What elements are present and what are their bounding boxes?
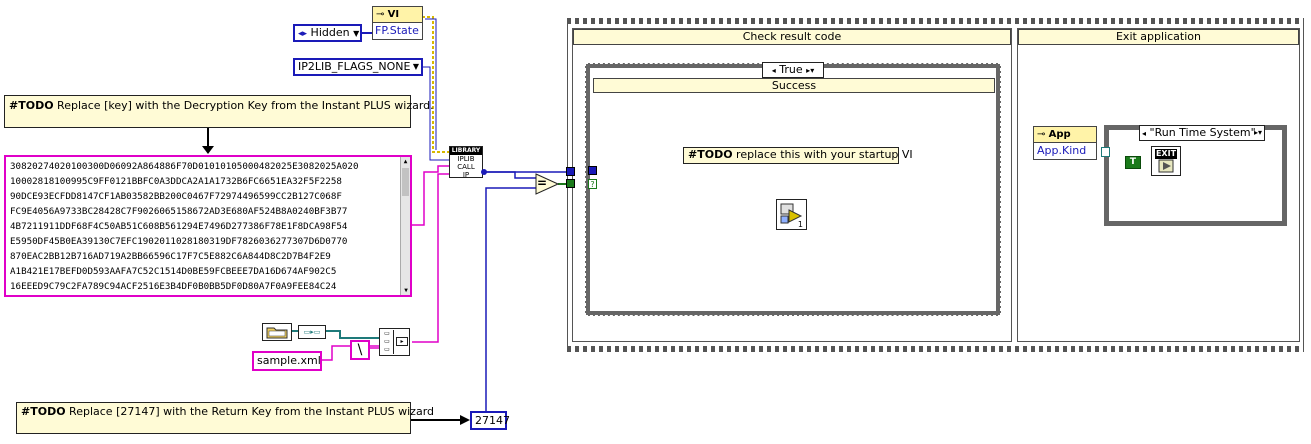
exit-application-header: Exit application bbox=[1018, 29, 1299, 45]
return-note-arrowhead bbox=[460, 415, 470, 425]
build-path-terminals-icon: ▭▭▭ bbox=[381, 330, 394, 354]
key-lines: 30820274020100300D06092A864886F70D010101… bbox=[10, 159, 410, 294]
call-node-line3: CALL bbox=[457, 163, 475, 171]
state-enum-constant[interactable]: ◂▸ Hidden ▼ bbox=[293, 24, 362, 42]
concat-icon: ▸ bbox=[396, 337, 408, 346]
quit-labview-node[interactable]: EXIT bbox=[1151, 146, 1181, 176]
decryption-key-note: #TODO Replace [key] with the Decryption … bbox=[4, 95, 434, 128]
sequence-film-bottom bbox=[567, 346, 1304, 352]
strip-path-node[interactable]: ▭▸▭ bbox=[298, 325, 326, 339]
flags-value: IP2LIB_FLAGS_NONE bbox=[298, 60, 411, 73]
sequence-film-top bbox=[567, 18, 1304, 24]
key-line: A1B421E17BEFD0D593AAFA7C52C1514D0BE59FCB… bbox=[10, 266, 337, 277]
reference-icon: ⊸ bbox=[1037, 129, 1046, 140]
return-key-wire bbox=[485, 187, 536, 421]
key-line: E5950DF45B0EA39130C7EFC1902011028180319D… bbox=[10, 236, 348, 247]
exit-label: EXIT bbox=[1155, 149, 1177, 159]
strip-path-icon: ▭▸▭ bbox=[303, 328, 321, 336]
startup-subvi-node[interactable]: 1 bbox=[776, 199, 807, 230]
dropdown-arrow-icon: ▼ bbox=[412, 62, 419, 71]
refnum-wire-inner bbox=[425, 18, 437, 150]
run-time-selector-value: "Run Time System" bbox=[1149, 126, 1256, 139]
iplib-call-node[interactable]: LIBRARY IPLIB CALL IP bbox=[449, 146, 483, 179]
filename-string-constant[interactable]: sample.xml bbox=[252, 351, 322, 371]
key-line: 30820274020100300D06092A864886F70D010101… bbox=[10, 161, 359, 172]
key-line: 16EEED9C79C2FA789C94ACF2516E3B4DF0B0BB5D… bbox=[10, 281, 337, 292]
scroll-thumb[interactable] bbox=[402, 168, 409, 196]
state-value: Hidden bbox=[310, 26, 350, 39]
key-line: 4B7211911DDF68F4C50AB51C608B561294E7496D… bbox=[10, 221, 348, 232]
output-terminal bbox=[481, 169, 487, 175]
bool-tunnel bbox=[566, 179, 575, 188]
case-next-icon: ▸▾ bbox=[1253, 128, 1262, 137]
case-prev-icon: ◂ bbox=[771, 66, 776, 75]
path-string-wire bbox=[412, 173, 449, 343]
run-time-case-selector[interactable]: ◂ "Run Time System" ▸▾ bbox=[1139, 125, 1265, 141]
check-result-header: Check result code bbox=[573, 29, 1011, 45]
case-title: Success bbox=[593, 78, 995, 93]
scroll-down-icon: ▼ bbox=[404, 287, 408, 294]
note-arrowhead bbox=[202, 146, 214, 154]
exit-icon bbox=[1158, 159, 1174, 173]
case-structure bbox=[585, 63, 1001, 316]
key-line: FC9E4056A9733BC28428C7F9026065158672AD3E… bbox=[10, 206, 348, 217]
property-fp-state: FP.State bbox=[373, 23, 422, 39]
updown-icon: ◂▸ bbox=[298, 29, 308, 39]
case-selector-value: True bbox=[779, 63, 803, 76]
equal-compare-node[interactable] bbox=[535, 173, 559, 195]
property-app-kind: App.Kind bbox=[1034, 143, 1096, 159]
key-line: 90DCE93ECFDD8147CF1AB03582BB200C0467F729… bbox=[10, 191, 342, 202]
folder-icon bbox=[266, 327, 288, 339]
result-to-compare bbox=[483, 171, 536, 179]
true-constant[interactable]: T bbox=[1125, 156, 1141, 169]
key-scrollbar[interactable]: ▲ ▼ bbox=[400, 157, 410, 295]
reference-icon: ⊸ bbox=[376, 9, 385, 20]
app-kind-property-node[interactable]: ⊸ App App.Kind bbox=[1033, 126, 1097, 160]
scroll-up-icon: ▲ bbox=[403, 158, 408, 165]
compare-symbol: = bbox=[537, 176, 548, 190]
run-vi-icon bbox=[780, 203, 803, 224]
flags-wire bbox=[422, 66, 449, 161]
case-selector[interactable]: ◂ True ▸▾ bbox=[762, 62, 824, 78]
dropdown-arrow-icon: ▼ bbox=[353, 29, 360, 38]
startup-vi-note: #TODO replace this with your startup VI bbox=[683, 147, 913, 164]
app-node-class: App bbox=[1048, 129, 1071, 140]
return-key-constant[interactable]: 27147 bbox=[470, 411, 510, 430]
fp-state-property-node[interactable]: ⊸ VI FP.State bbox=[372, 6, 423, 40]
path-separator-constant[interactable]: \ bbox=[350, 340, 370, 360]
dir-path-wire bbox=[326, 330, 379, 339]
key-line: 870EAC2BB12B716AD719A2BB66596C17F7C5E882… bbox=[10, 251, 331, 262]
library-banner: LIBRARY bbox=[450, 147, 482, 155]
decryption-key-string[interactable]: 30820274020100300D06092A864886F70D010101… bbox=[4, 155, 412, 297]
key-string-wire bbox=[412, 165, 449, 226]
case-question-terminal: ? bbox=[588, 179, 597, 189]
build-path-node[interactable]: ▭▭▭ ▸ bbox=[379, 328, 410, 356]
call-node-line4: IP bbox=[462, 171, 470, 179]
case-prev-icon: ◂ bbox=[1142, 129, 1147, 138]
case-next-icon: ▸▾ bbox=[806, 66, 815, 75]
return-key-note: #TODO Replace [27147] with the Return Ke… bbox=[16, 402, 434, 434]
app-kind-selector-terminal bbox=[1101, 147, 1110, 157]
app-dir-node[interactable] bbox=[262, 323, 292, 341]
key-line: 10002818100995C9FF0121BBFC0A3DDCA2A1A173… bbox=[10, 176, 342, 187]
subvi-index: 1 bbox=[797, 220, 803, 229]
case-selector-terminal bbox=[588, 166, 597, 175]
call-node-line2: IPLIB bbox=[457, 155, 475, 163]
result-tunnel bbox=[566, 167, 575, 176]
property-node-class: VI bbox=[387, 9, 400, 20]
refnum-wire bbox=[422, 16, 449, 153]
flags-enum-constant[interactable]: IP2LIB_FLAGS_NONE ▼ bbox=[293, 58, 423, 76]
